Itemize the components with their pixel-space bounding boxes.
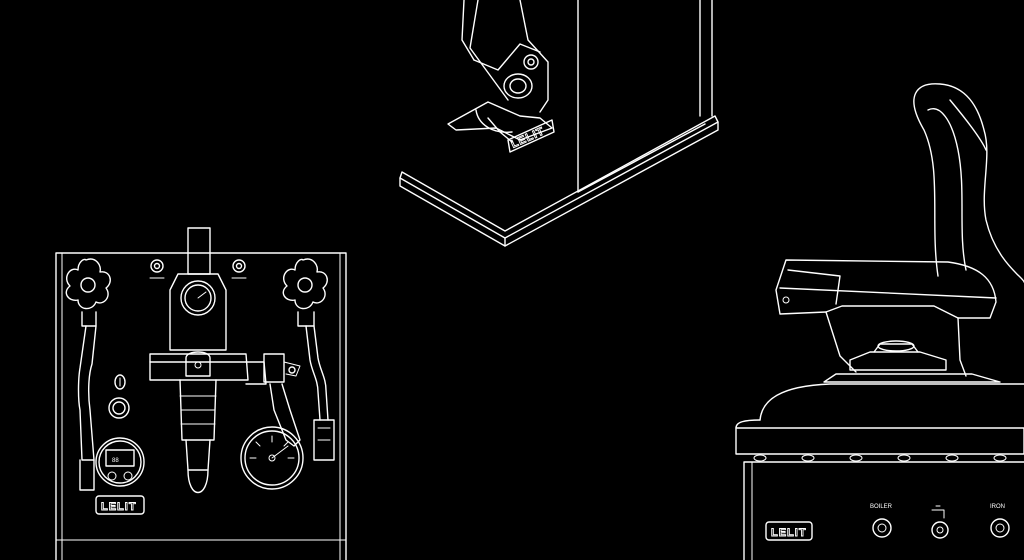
pid-display: 88 bbox=[95, 437, 145, 487]
station-logo: LELIT bbox=[771, 527, 807, 539]
station-feet bbox=[753, 454, 1007, 462]
boiler-label: BOILER bbox=[870, 504, 893, 510]
top-valve-right bbox=[231, 259, 247, 279]
steam-knob-right bbox=[282, 258, 335, 461]
top-valve-left bbox=[149, 259, 165, 279]
steam-knob-left bbox=[65, 258, 111, 491]
svg-text:88: 88 bbox=[112, 458, 119, 464]
espresso-logo: LELIT bbox=[101, 501, 137, 513]
iron-label: IRON bbox=[990, 504, 1005, 510]
espresso-machine-drawing: 88 LELIT bbox=[55, 227, 347, 560]
iron-station-drawing: LELIT BOILER IRON bbox=[735, 83, 1024, 560]
pressure-gauge bbox=[240, 426, 304, 490]
